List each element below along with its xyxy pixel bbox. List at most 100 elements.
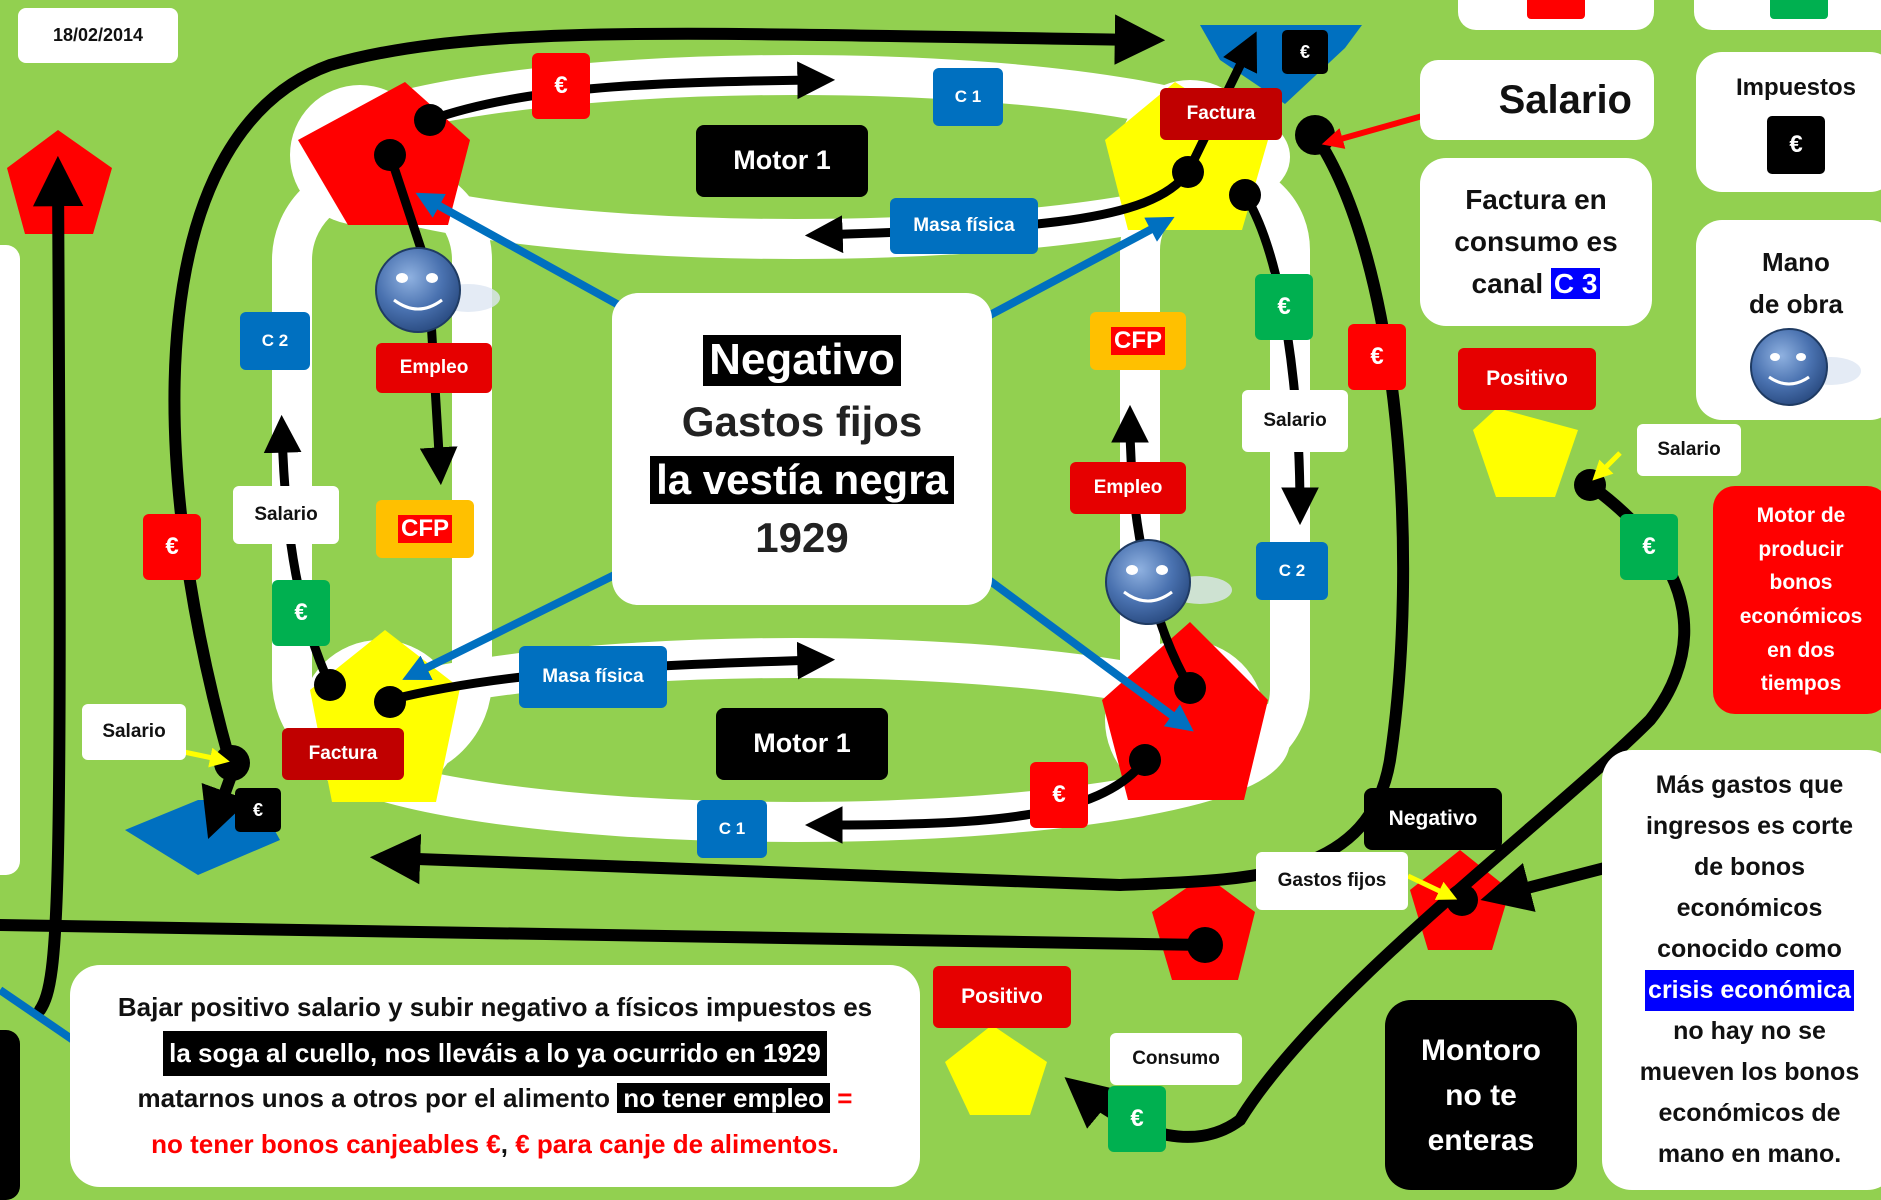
center-vestia: la vestía negra bbox=[650, 456, 954, 505]
c2-left: C 2 bbox=[240, 312, 310, 370]
motor-bonos-l1: Motor de bbox=[1756, 504, 1846, 528]
euro-left: € bbox=[143, 514, 201, 580]
route-bottom-long bbox=[0, 919, 1211, 951]
salario-title-card: Salario bbox=[1420, 60, 1654, 140]
positivo-label-bottom: Positivo bbox=[933, 966, 1071, 1028]
center-card: Negativo Gastos fijos la vestía negra 19… bbox=[612, 293, 992, 605]
bottom-l3b: no tener empleo bbox=[617, 1083, 831, 1113]
black-dot-8 bbox=[1129, 744, 1161, 776]
black-dot-10 bbox=[1295, 115, 1335, 155]
black-dot-9 bbox=[214, 745, 250, 781]
montoro-card: Montoro no te enteras bbox=[1385, 1000, 1577, 1190]
salario-title-text: Salario bbox=[1498, 78, 1632, 122]
salario-far-left: Salario bbox=[82, 704, 186, 760]
arrow-left-up bbox=[263, 414, 335, 690]
motor-bonos-l6: tiempos bbox=[1760, 672, 1842, 696]
factura-consumo-l1: Factura en bbox=[1465, 184, 1607, 215]
motor-bonos-l4: económicos bbox=[1739, 605, 1863, 628]
left-edge-black bbox=[0, 1030, 20, 1200]
motor-top: Motor 1 bbox=[696, 125, 868, 197]
yellow-arrow-gastos bbox=[1406, 873, 1458, 900]
crisis-l8: mueven los bonos bbox=[1639, 1058, 1860, 1086]
blue-arrow-br bbox=[952, 551, 1194, 732]
euro-green-left: € bbox=[272, 580, 330, 646]
crisis-l4: económicos bbox=[1676, 894, 1823, 922]
factura-bottom: Factura bbox=[282, 728, 404, 780]
bottom-l2: la soga al cuello, nos lleváis a lo ya o… bbox=[163, 1030, 827, 1076]
crisis-l9: económicos de bbox=[1658, 1099, 1841, 1127]
bottom-l4a: no tener bonos canjeables € bbox=[151, 1128, 501, 1159]
motor-bonos-l3: bonos bbox=[1769, 571, 1833, 595]
top-right-green-swatch bbox=[1770, 0, 1828, 19]
euro-black-top: € bbox=[1282, 30, 1328, 74]
black-dot-14 bbox=[1446, 884, 1478, 916]
impuestos-title: Impuestos bbox=[1735, 74, 1857, 101]
c1-top: C 1 bbox=[933, 68, 1003, 126]
center-negativo: Negativo bbox=[703, 335, 901, 386]
black-dot-5 bbox=[314, 669, 346, 701]
factura-consumo-c3: C 3 bbox=[1550, 268, 1601, 299]
bottom-l3c: = bbox=[830, 1083, 853, 1113]
mano-de-obra-l2: de obra bbox=[1749, 288, 1843, 319]
black-dot-7 bbox=[1174, 672, 1206, 704]
factura-top: Factura bbox=[1160, 88, 1282, 140]
negativo-label: Negativo bbox=[1364, 788, 1502, 850]
c1-bottom: C 1 bbox=[697, 800, 767, 858]
salario-left: Salario bbox=[233, 486, 339, 544]
impuestos-euro: € bbox=[1767, 115, 1825, 174]
smiley-face-3 bbox=[1750, 328, 1861, 407]
top-right-card-2 bbox=[1694, 0, 1881, 30]
mano-de-obra-card: Mano de obra bbox=[1696, 220, 1881, 420]
factura-consumo-l3a: canal bbox=[1471, 268, 1544, 299]
bottom-text-card: Bajar positivo salario y subir negativo … bbox=[70, 965, 920, 1187]
euro-right-outer: € bbox=[1348, 324, 1406, 390]
euro-top-left: € bbox=[532, 53, 590, 119]
left-edge-card bbox=[0, 245, 20, 875]
masa-fisica-top: Masa física bbox=[890, 198, 1038, 254]
factura-consumo-card: Factura en consumo es canal C 3 bbox=[1420, 158, 1652, 326]
black-dot-6 bbox=[374, 686, 406, 718]
center-year: 1929 bbox=[755, 514, 849, 562]
motor-bonos-l5: en dos bbox=[1767, 638, 1835, 662]
black-dot-11 bbox=[1187, 927, 1223, 963]
top-right-card-1 bbox=[1458, 0, 1654, 30]
black-dot-3 bbox=[1172, 156, 1204, 188]
crisis-l7: no hay no se bbox=[1673, 1017, 1826, 1045]
route-positivo-consumo bbox=[1064, 479, 1691, 1143]
crisis-l6: crisis económica bbox=[1645, 970, 1854, 1011]
euro-black-left: € bbox=[235, 788, 281, 832]
salario-right: Salario bbox=[1242, 390, 1348, 452]
crisis-l10: mano en mano. bbox=[1657, 1140, 1842, 1168]
euro-green-bottom: € bbox=[1108, 1086, 1166, 1152]
euro-bottom-mid: € bbox=[1030, 762, 1088, 828]
bottom-l3: matarnos unos a otros por el alimento no… bbox=[137, 1076, 853, 1122]
crisis-l3: de bonos bbox=[1693, 853, 1806, 881]
bottom-l4c: € para canje de alimentos. bbox=[515, 1128, 839, 1159]
crisis-card: Más gastos que ingresos es corte de bono… bbox=[1602, 750, 1881, 1190]
cfp-left-text: CFP bbox=[398, 515, 452, 543]
motor-bonos-card: Motor de producir bonos económicos en do… bbox=[1713, 486, 1881, 714]
consumo-label: Consumo bbox=[1110, 1033, 1242, 1085]
smiley-face-2 bbox=[1105, 539, 1232, 625]
route-left-up bbox=[32, 155, 84, 1016]
black-dot-2 bbox=[374, 139, 406, 171]
crisis-l5: conocido como bbox=[1657, 935, 1842, 963]
motor-bottom: Motor 1 bbox=[716, 708, 888, 780]
bottom-l3a: matarnos unos a otros por el alimento bbox=[137, 1083, 610, 1113]
positivo-label-right: Positivo bbox=[1458, 348, 1596, 410]
mano-de-obra-l1: Mano bbox=[1762, 247, 1830, 277]
black-dot-4 bbox=[1229, 179, 1261, 211]
empleo-left: Empleo bbox=[376, 343, 492, 393]
crisis-l1: Más gastos que bbox=[1655, 771, 1844, 799]
montoro-l2: no te bbox=[1445, 1078, 1517, 1112]
montoro-l3: enteras bbox=[1427, 1123, 1535, 1157]
gastos-fijos-label: Gastos fijos bbox=[1256, 852, 1408, 910]
bottom-l4b: , bbox=[500, 1128, 516, 1159]
factura-consumo-l2: consumo es bbox=[1454, 226, 1618, 257]
top-right-red-swatch bbox=[1527, 0, 1585, 19]
c2-right: C 2 bbox=[1256, 542, 1328, 600]
bottom-l4: no tener bonos canjeables €, € para canj… bbox=[151, 1122, 839, 1168]
empleo-right: Empleo bbox=[1070, 462, 1186, 514]
bottom-l1: Bajar positivo salario y subir negativo … bbox=[117, 992, 873, 1022]
